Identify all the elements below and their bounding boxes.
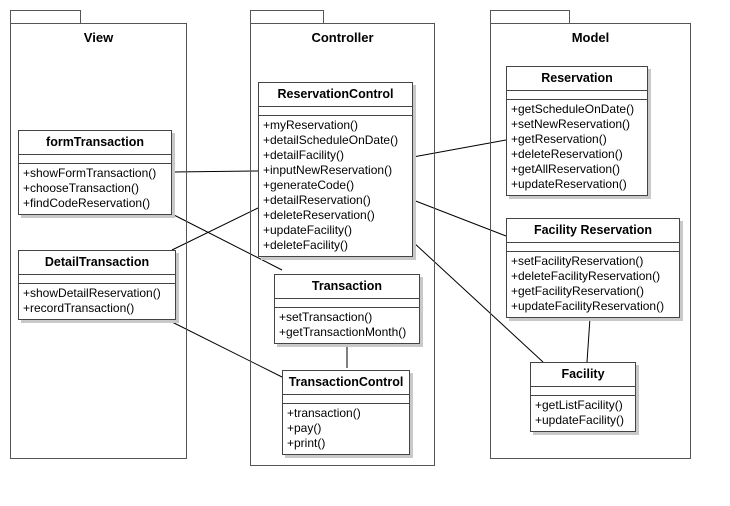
class-name: Reservation <box>507 67 647 91</box>
class-name: TransactionControl <box>283 371 409 395</box>
operation: +transaction() <box>287 406 361 420</box>
link-formtransaction-transaction <box>171 213 283 271</box>
operation: +showFormTransaction() <box>23 166 157 180</box>
operation: +chooseTransaction() <box>23 181 139 195</box>
operation: +updateFacilityReservation() <box>511 299 665 313</box>
operation: +setTransaction() <box>279 310 373 324</box>
operation: +detailScheduleOnDate() <box>263 133 399 147</box>
class-attributes <box>19 275 175 284</box>
class-attributes <box>275 299 419 308</box>
operation: +setNewReservation() <box>511 117 631 131</box>
class-name: DetailTransaction <box>19 251 175 275</box>
class-operations: +setFacilityReservation() +deleteFacilit… <box>507 252 679 317</box>
operation: +updateReservation() <box>511 177 627 191</box>
operation: +print() <box>287 436 326 450</box>
operation: +deleteFacilityReservation() <box>511 269 661 283</box>
class-operations: +myReservation() +detailScheduleOnDate()… <box>259 116 412 256</box>
operation: +myReservation() <box>263 118 359 132</box>
class-operations: +showFormTransaction() +chooseTransactio… <box>19 164 171 214</box>
class-facility: Facility +getListFacility() +updateFacil… <box>530 362 636 432</box>
operation: +getTransactionMonth() <box>279 325 407 339</box>
class-operations: +setTransaction() +getTransactionMonth() <box>275 308 419 343</box>
operation: +deleteReservation() <box>263 208 375 222</box>
class-reservation: Reservation +getScheduleOnDate() +setNew… <box>506 66 648 196</box>
operation: +updateFacility() <box>535 413 625 427</box>
operation: +getScheduleOnDate() <box>511 102 635 116</box>
operation: +getAllReservation() <box>511 162 621 176</box>
model-package-title: Model <box>571 30 610 45</box>
operation: +deleteFacility() <box>263 238 349 252</box>
operation: +recordTransaction() <box>23 301 135 315</box>
link-detailtransaction-transactioncontrol <box>171 321 285 379</box>
controller-package-title: Controller <box>311 30 374 45</box>
class-reservationcontrol: ReservationControl +myReservation() +det… <box>258 82 413 257</box>
class-operations: +getListFacility() +updateFacility() <box>531 396 635 431</box>
class-name: Transaction <box>275 275 419 299</box>
class-name: Facility Reservation <box>507 219 679 243</box>
operation: +deleteReservation() <box>511 147 623 161</box>
view-package-title: View <box>83 30 114 45</box>
operation: +updateFacility() <box>263 223 353 237</box>
model-package-tab <box>490 10 570 24</box>
view-package: View <box>10 23 187 459</box>
class-facilityreservation: Facility Reservation +setFacilityReserva… <box>506 218 680 318</box>
class-operations: +getScheduleOnDate() +setNewReservation(… <box>507 100 647 195</box>
class-transaction: Transaction +setTransaction() +getTransa… <box>274 274 420 344</box>
operation: +detailFacility() <box>263 148 345 162</box>
operation: +generateCode() <box>263 178 355 192</box>
class-detailtransaction: DetailTransaction +showDetailReservation… <box>18 250 176 320</box>
link-facilityreservation-facility <box>586 317 591 363</box>
class-transactioncontrol: TransactionControl +transaction() +pay()… <box>282 370 410 455</box>
class-name: ReservationControl <box>259 83 412 107</box>
class-attributes <box>259 107 412 116</box>
operation: +findCodeReservation() <box>23 196 151 210</box>
operation: +detailReservation() <box>263 193 371 207</box>
class-attributes <box>531 387 635 396</box>
controller-package-tab <box>250 10 324 24</box>
class-attributes <box>507 91 647 100</box>
model-package: Model <box>490 23 691 459</box>
class-name: Facility <box>531 363 635 387</box>
class-operations: +transaction() +pay() +print() <box>283 404 409 454</box>
class-attributes <box>19 155 171 164</box>
class-name: formTransaction <box>19 131 171 155</box>
view-package-tab <box>10 10 81 24</box>
operation: +getReservation() <box>511 132 607 146</box>
class-operations: +showDetailReservation() +recordTransact… <box>19 284 175 319</box>
operation: +showDetailReservation() <box>23 286 161 300</box>
operation: +inputNewReservation() <box>263 163 393 177</box>
class-attributes <box>283 395 409 404</box>
operation: +getFacilityReservation() <box>511 284 645 298</box>
operation: +getListFacility() <box>535 398 623 412</box>
operation: +setFacilityReservation() <box>511 254 644 268</box>
class-attributes <box>507 243 679 252</box>
controller-package: Controller <box>250 23 435 466</box>
class-formtransaction: formTransaction +showFormTransaction() +… <box>18 130 172 215</box>
operation: +pay() <box>287 421 322 435</box>
